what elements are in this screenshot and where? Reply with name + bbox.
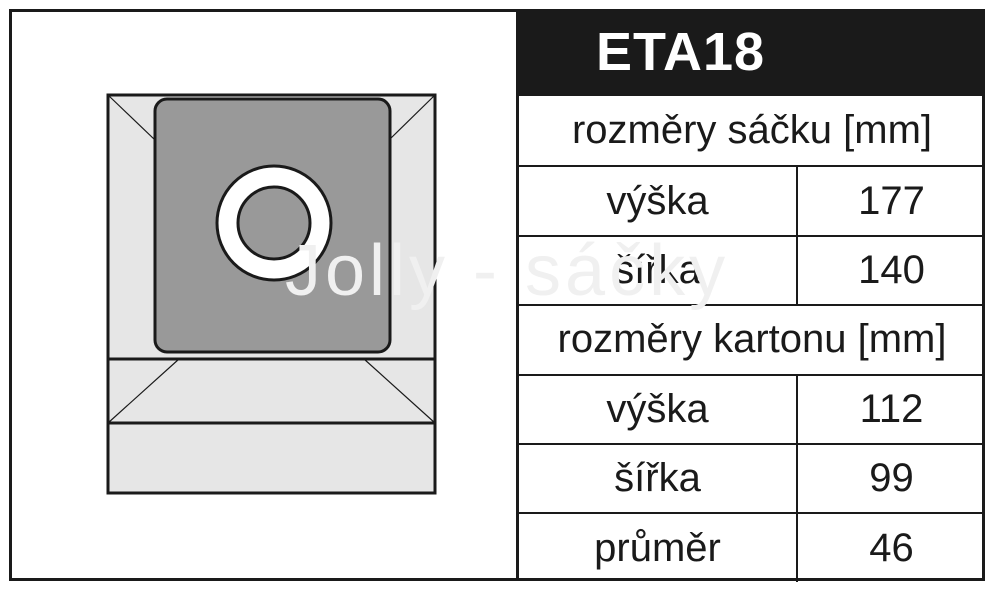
dimension-rows: rozměry sáčku [mm] výška 177 šířka 140 r… bbox=[519, 96, 985, 582]
fold-line-bottom-left bbox=[107, 358, 180, 424]
table-row: průměr 46 bbox=[519, 512, 985, 582]
table-row: výška 112 bbox=[519, 373, 985, 443]
carton-dimensions-heading: rozměry kartonu [mm] bbox=[519, 304, 985, 373]
carton-diameter-value: 46 bbox=[869, 525, 914, 570]
title-bar: ETA18 bbox=[519, 9, 985, 96]
bag-width-value: 140 bbox=[858, 247, 925, 292]
bag-dimensions-heading: rozměry sáčku [mm] bbox=[571, 108, 933, 153]
carton-width-value: 99 bbox=[869, 456, 914, 501]
carton-diameter-label: průměr bbox=[519, 514, 798, 582]
table-row: výška 177 bbox=[519, 165, 985, 235]
bag-width-label: šířka bbox=[519, 236, 798, 305]
watermark: Jolly - sáčky bbox=[285, 231, 730, 311]
table-row: šířka 99 bbox=[519, 442, 985, 513]
fold-line-top-right bbox=[388, 94, 436, 141]
bag-height-value: 177 bbox=[858, 178, 925, 223]
carton-width-label: šířka bbox=[519, 444, 798, 513]
carton-height-value: 112 bbox=[859, 386, 924, 431]
carton-hole bbox=[236, 185, 312, 261]
outer-frame bbox=[9, 9, 985, 581]
fold-line-top-left bbox=[107, 94, 156, 141]
product-code: ETA18 bbox=[596, 22, 766, 82]
dimensions-table: ETA18 rozměry sáčku [mm] výška 177 šířka… bbox=[516, 9, 985, 582]
bag-illustration bbox=[106, 93, 437, 495]
bag-illustration-panel bbox=[9, 9, 516, 581]
bag-height-label: výška bbox=[519, 167, 798, 235]
table-row: šířka 140 bbox=[519, 234, 985, 305]
carton-height-label: výška bbox=[519, 375, 798, 443]
fold-line-bottom-right bbox=[363, 358, 436, 424]
